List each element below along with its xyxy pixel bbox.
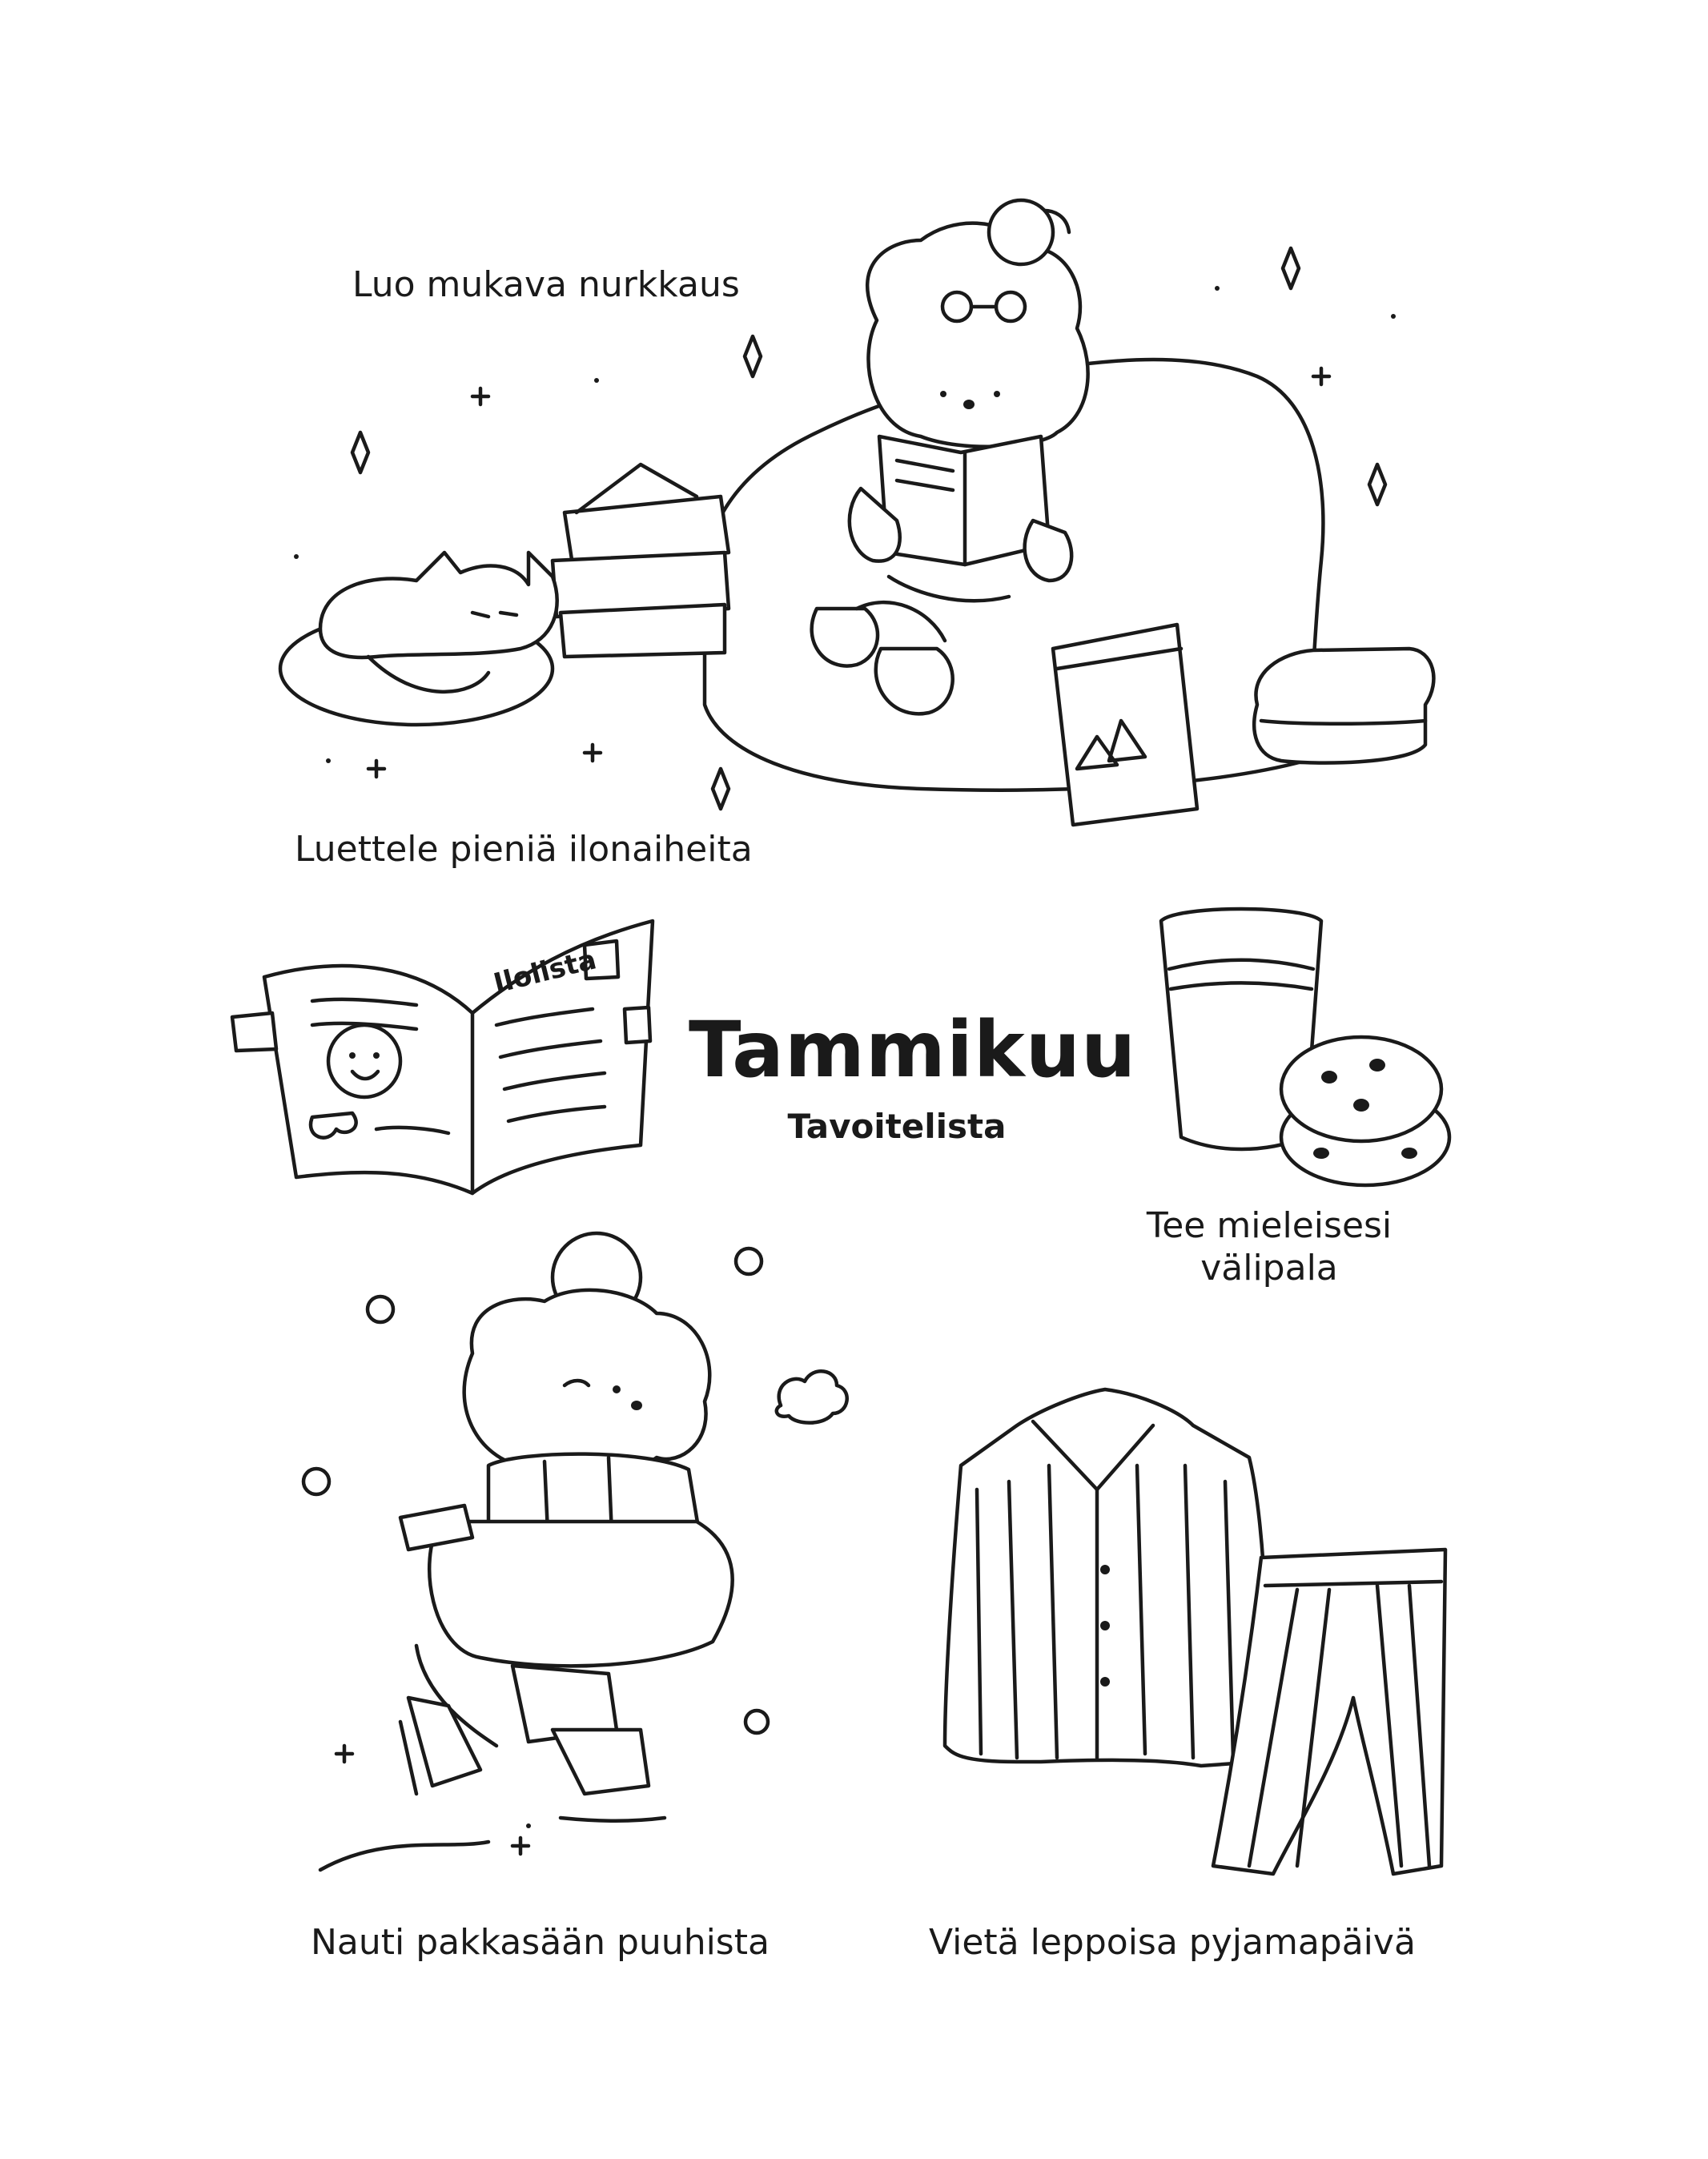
goal-label-snack-line1: Tee mieleisesi [1146, 1205, 1393, 1246]
decorative-sparkles [294, 246, 1396, 1856]
page-subtitle: Tavoitelista [787, 1107, 1007, 1146]
goal-label-snack: Tee mieleisesi välipala [1109, 1205, 1429, 1290]
journal-illustration [230, 919, 655, 1196]
goal-label-cozy-corner: Luo mukava nurkkaus [352, 264, 740, 305]
page-title: Tammikuu [689, 1005, 1137, 1095]
goal-label-small-joys: Luettele pieniä ilonaiheita [295, 829, 753, 870]
goal-label-pajama-day: Vietä leppoisa pyjamapäivä [929, 1922, 1416, 1963]
snack-illustration [1159, 907, 1452, 1188]
goal-label-snack-line2: välipala [1200, 1247, 1338, 1289]
skating-illustration [318, 1231, 734, 1872]
pajamas-illustration [942, 1387, 1448, 1876]
goal-label-frosty-fun: Nauti pakkasään puuhista [311, 1922, 770, 1963]
cozy-corner-illustration [278, 198, 1436, 827]
